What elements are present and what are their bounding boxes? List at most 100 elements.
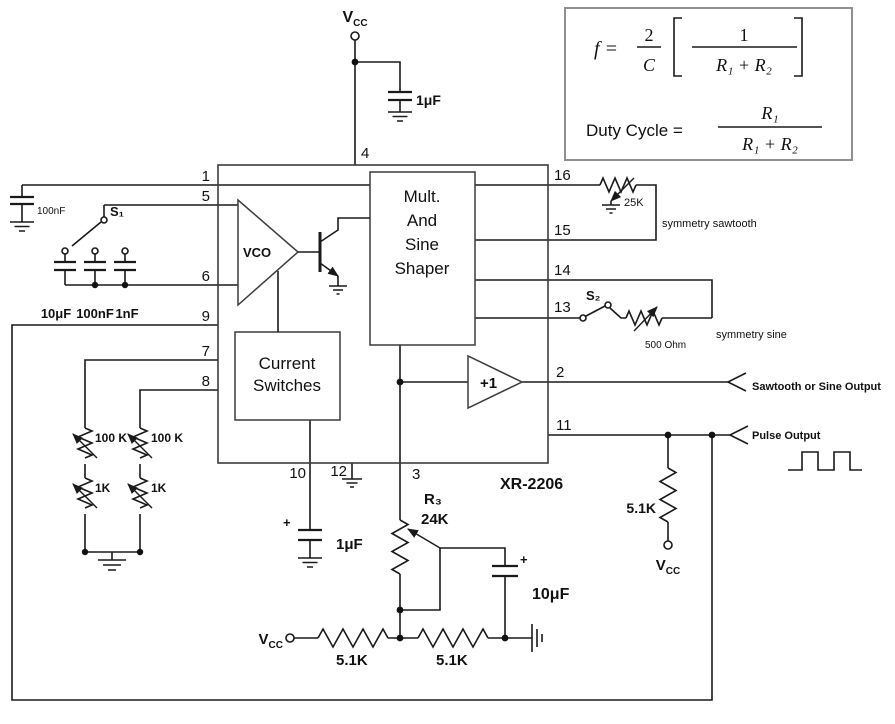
resistor-symbol: [390, 519, 410, 575]
transistor-symbol: [318, 217, 370, 295]
switch-arm: [71, 221, 102, 247]
chip-name: XR-2206: [500, 476, 563, 493]
pot-wiper-arrow: [72, 483, 98, 509]
resistor-symbol: [658, 467, 678, 523]
r-5k1-left-label: 5.1K: [336, 652, 368, 669]
pot-wiper-arrow: [407, 528, 441, 549]
duty-cycle-lhs: Duty Cycle =: [586, 121, 683, 140]
resistor-symbol: [317, 627, 389, 649]
switch-pivot: [579, 314, 587, 322]
pin-2-label: 2: [556, 364, 564, 381]
capacitor-symbol: [298, 528, 322, 542]
cap-10uf-label: 10μF: [532, 586, 570, 603]
junction-dot: [501, 634, 509, 642]
pin-10-label: 10: [289, 465, 306, 482]
terminal-circle: [285, 633, 295, 643]
symmetry-sine-note: symmetry sine: [716, 329, 787, 341]
vcc-bottom-label: VCC: [259, 631, 283, 651]
current-switches-box: [234, 331, 341, 421]
switches-label-2: Switches: [253, 376, 321, 395]
pot-100k-b-label: 100 K: [151, 431, 183, 445]
r-5k1-right-label: 5.1K: [436, 652, 468, 669]
resistor-symbol: [130, 427, 150, 459]
pin-13-label: 13: [554, 299, 571, 316]
pot-25k: [599, 175, 637, 214]
wire-pin15: [475, 184, 657, 241]
cap-1uf-top-label: 1μF: [416, 92, 441, 108]
switch-arm: [585, 305, 606, 317]
timing-capacitors: [54, 260, 136, 289]
ground-icon: [531, 624, 543, 652]
mult-label-1: Mult.: [404, 187, 441, 206]
pot-1k-b-label: 1K: [151, 481, 167, 495]
pot-500ohm-label: 500 Ohm: [645, 340, 686, 351]
output-pin2: [396, 372, 747, 392]
pot-wiper-arrow: [610, 177, 635, 202]
wire: [85, 551, 140, 560]
wire: [355, 61, 401, 92]
resistor-symbol: [625, 308, 663, 328]
ground-icon: [342, 478, 362, 488]
pot-wiper-arrow: [127, 433, 153, 459]
wires-bottom: [294, 345, 532, 639]
cap-bypass-1uf: [298, 528, 322, 568]
formula-box: f = 2 C 1 R₁ + R₂ Duty Cycle = R₁ R₁ + R…: [564, 7, 853, 161]
symmetry-sawtooth-note: symmetry sawtooth: [662, 218, 757, 230]
resistor-symbol: [130, 477, 150, 509]
formula-f-lhs: f =: [594, 38, 618, 60]
square-wave-icon: [788, 451, 862, 471]
capacitor-symbol: [84, 260, 106, 272]
capacitor-symbol: [54, 260, 76, 272]
bias-rail: [285, 624, 543, 652]
timing-cap-label-100nf: 100nF: [76, 306, 114, 321]
junction-dot: [91, 281, 99, 289]
mult-label-2: And: [407, 211, 437, 230]
wire: [64, 254, 126, 262]
resistor-symbol: [75, 427, 95, 459]
ground-icon: [388, 111, 412, 122]
wire-pin7: [84, 359, 218, 428]
pin-15-label: 15: [554, 222, 571, 239]
cap-1uf-top: [388, 90, 412, 122]
junction-dot: [136, 548, 144, 556]
cap-100nf-input: [10, 195, 34, 232]
output-arrow: [726, 372, 747, 392]
pot-1k-a-label: 1K: [95, 481, 111, 495]
output-arrow: [728, 425, 749, 445]
wire: [609, 307, 626, 319]
pin-4-label: 4: [361, 145, 369, 162]
bracket-left: [673, 17, 682, 77]
junction-dot: [396, 606, 404, 614]
wire: [84, 464, 141, 552]
pot-100k-a-label: 100 K: [95, 431, 127, 445]
duty-cycle-numerator: R₁: [760, 103, 778, 123]
capacitor-symbol: [492, 564, 518, 578]
mult-sine-shaper-box: [369, 171, 476, 346]
ic-outline: [217, 164, 549, 464]
switch-s2: [579, 301, 612, 322]
formula-f-denominator-b: R₁ + R₂: [715, 55, 772, 75]
junction-dot: [121, 281, 129, 289]
junction-dot: [81, 548, 89, 556]
pin-14-label: 14: [554, 262, 571, 279]
ground-icon: [602, 204, 620, 214]
cap-100nf-label: 100nF: [37, 206, 65, 217]
switch-s1-label: S₁: [110, 204, 124, 219]
pin-1-label: 1: [202, 168, 210, 185]
buffer-amp-triangle: [467, 354, 524, 410]
pot-r3: [390, 519, 441, 614]
ground-icon: [98, 559, 126, 571]
junction-dot: [396, 634, 404, 642]
terminal-circle: [350, 31, 360, 41]
buffer-amp-label: +1: [480, 375, 497, 392]
pin-16-label: 16: [554, 167, 571, 184]
pot-25k-label: 25K: [624, 197, 644, 209]
switch-pivot: [100, 216, 108, 224]
terminal-circle: [663, 540, 673, 550]
mult-label-3: Sine: [405, 235, 439, 254]
vcc-top-label: VCC: [342, 9, 367, 29]
wire-wiper: [400, 548, 441, 611]
junction-dot: [396, 378, 404, 386]
